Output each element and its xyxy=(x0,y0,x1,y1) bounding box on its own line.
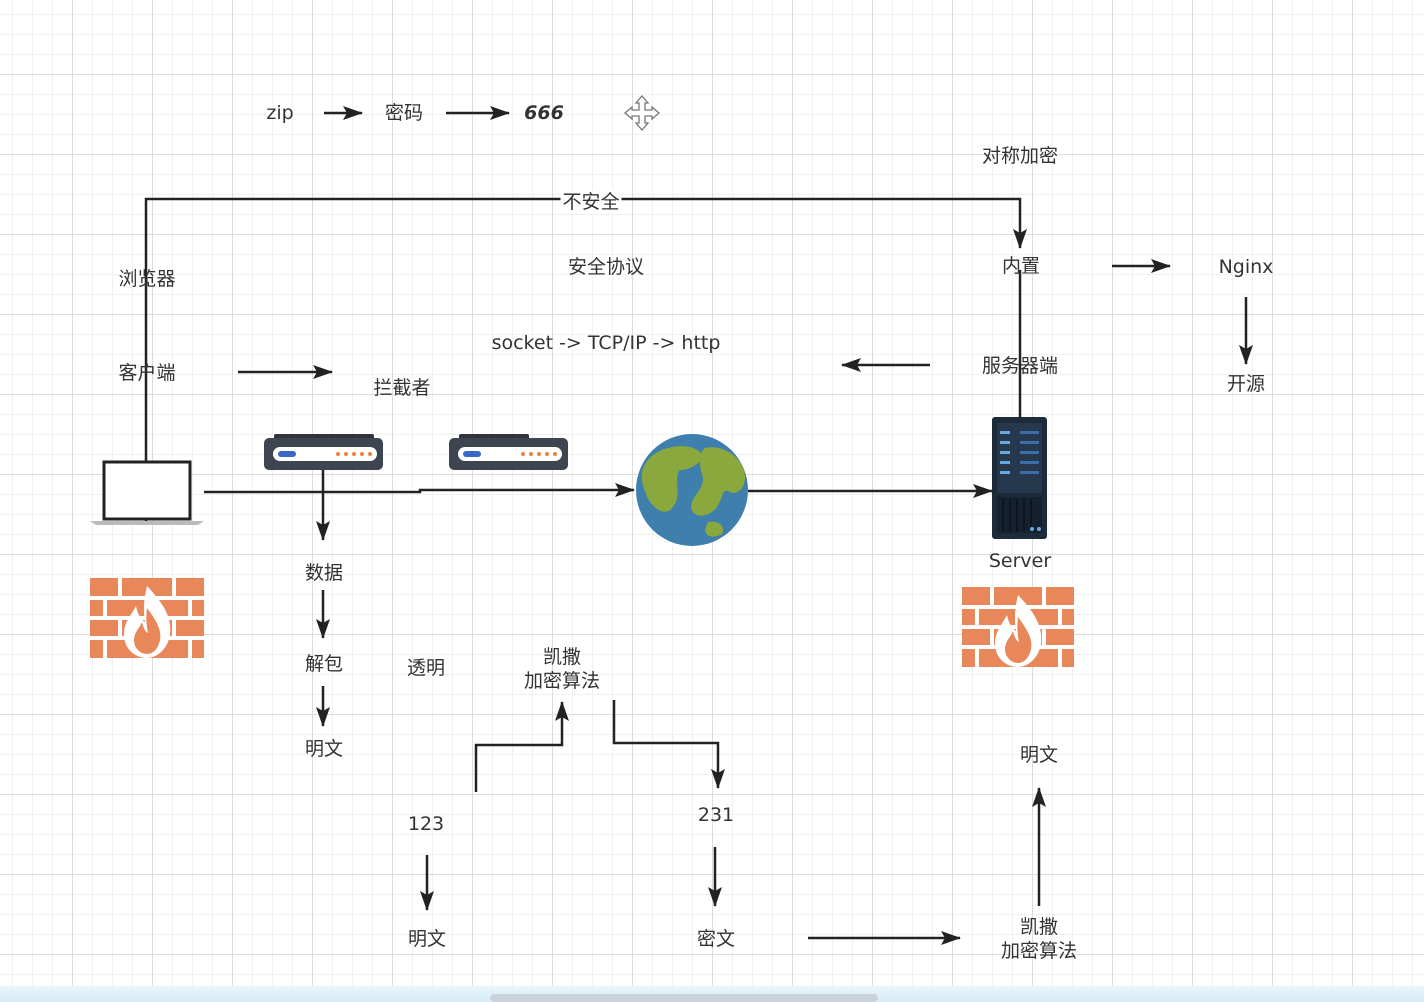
firewall-icon-server xyxy=(962,587,1074,667)
label-nginx: Nginx xyxy=(1218,256,1274,278)
label-caesar-bottom: 凯撒 加密算法 xyxy=(1000,916,1078,962)
router-icon xyxy=(264,434,383,470)
label-protocol-stack: socket -> TCP/IP -> http xyxy=(491,332,721,354)
connector-caesar-231 xyxy=(612,700,725,789)
label-insecure: 不安全 xyxy=(560,190,622,214)
label-code: 666 xyxy=(524,102,564,124)
label-open-source: 开源 xyxy=(1226,373,1266,395)
label-zip: zip xyxy=(266,102,294,124)
label-231: 231 xyxy=(697,804,735,826)
label-server-side: 服务器端 xyxy=(981,355,1059,377)
label-data: 数据 xyxy=(304,562,344,584)
connector-insecure xyxy=(144,197,1027,524)
horizontal-scrollbar[interactable] xyxy=(490,994,878,1002)
label-123: 123 xyxy=(407,813,445,835)
label-interceptor: 拦截者 xyxy=(373,377,431,399)
label-server: Server xyxy=(988,550,1052,572)
label-unpack: 解包 xyxy=(304,653,344,675)
label-ciphertext: 密文 xyxy=(696,928,736,950)
label-caesar-top: 凯撒 加密算法 xyxy=(523,646,601,692)
label-plaintext-left: 明文 xyxy=(304,738,344,760)
connector-laptop-globe xyxy=(204,483,635,497)
label-client: 客户端 xyxy=(118,362,176,384)
globe-icon xyxy=(636,434,748,546)
label-symmetric-encryption: 对称加密 xyxy=(981,145,1059,167)
label-transparent: 透明 xyxy=(406,657,446,679)
laptop-icon[interactable] xyxy=(90,460,204,525)
label-browser: 浏览器 xyxy=(118,268,176,290)
label-builtin: 内置 xyxy=(1001,255,1041,277)
server-icon xyxy=(992,417,1047,539)
label-plaintext-bottom: 明文 xyxy=(407,928,447,950)
firewall-icon xyxy=(90,578,204,658)
connector-123-caesar xyxy=(474,701,569,792)
move-icon[interactable] xyxy=(624,95,660,131)
router-icon-2 xyxy=(449,434,568,470)
label-plaintext-right: 明文 xyxy=(1019,744,1059,766)
label-secure-protocol: 安全协议 xyxy=(567,256,645,278)
label-password: 密码 xyxy=(384,102,424,124)
